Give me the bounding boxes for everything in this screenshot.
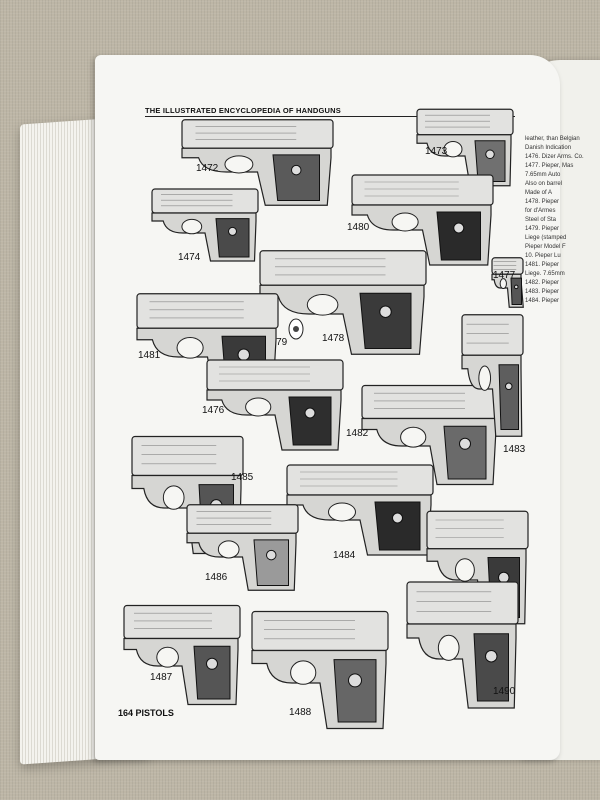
pistol-figure-1484 [286, 464, 434, 556]
figure-number-1477: 1477 [493, 270, 516, 281]
side-line: 1476. Dizer Arms. Co. [525, 154, 584, 160]
pistol-figure-1473 [416, 108, 514, 187]
side-line: leather, than Belgian [525, 136, 580, 142]
side-line: for d'Armes [525, 208, 556, 214]
pistol-figure-1479 [288, 318, 304, 340]
figure-number-1485: 1485 [231, 472, 254, 483]
side-line: 7.65mm Auto [525, 172, 561, 178]
side-line: 10. Pieper Lu [525, 253, 561, 259]
pistol-figure-1472 [181, 119, 334, 206]
figure-number-1482: 1482 [346, 428, 369, 439]
figure-number-1487: 1487 [150, 672, 173, 683]
side-line: 1482. Pieper [525, 280, 560, 286]
pistol-figure-1476 [206, 359, 344, 451]
side-line: Steel of Sta [525, 217, 557, 223]
side-line: Also on barrel [525, 181, 563, 187]
header-rule [145, 116, 515, 117]
figure-number-1484: 1484 [333, 550, 356, 561]
pistol-figure-1474 [151, 188, 259, 262]
side-line: Liege (stamped [525, 235, 567, 241]
page-footer: 164 PISTOLS [118, 708, 174, 718]
pistol-figure-1488 [251, 610, 389, 730]
figure-number-1483: 1483 [503, 444, 526, 455]
figure-number-1476: 1476 [202, 405, 225, 416]
pistol-figure-1482 [361, 384, 499, 486]
figure-number-1473: 1473 [425, 146, 448, 157]
figure-number-1480: 1480 [347, 222, 370, 233]
side-line: Danish Indication [525, 145, 572, 151]
figure-number-1488: 1488 [289, 707, 312, 718]
figure-number-1472: 1472 [196, 163, 219, 174]
side-line: 1483. Pieper [525, 289, 560, 295]
pistol-figure-1490 [406, 581, 519, 709]
side-line: 1477. Pieper, Mas [525, 163, 574, 169]
figure-number-1481: 1481 [138, 350, 161, 361]
pistol-figure-1486 [186, 504, 299, 591]
pistol-figure-1483 [461, 314, 524, 437]
side-line: 1478. Pieper [525, 199, 560, 205]
pistol-figure-1477 [491, 257, 524, 308]
figure-number-1478: 1478 [322, 333, 345, 344]
side-line: 1479. Pieper [525, 226, 560, 232]
side-line: 1481. Pieper [525, 262, 560, 268]
side-line: 1484. Pieper [525, 298, 560, 304]
side-line: Made of A [525, 190, 553, 196]
pistol-figure-1478 [259, 250, 427, 355]
figure-number-1474: 1474 [178, 252, 201, 263]
pistol-figure-1487 [123, 604, 241, 706]
facing-page-text: leather, than Belgian Danish Indication … [525, 135, 595, 306]
pistol-figure-1480 [351, 174, 494, 266]
figure-number-1486: 1486 [205, 572, 228, 583]
figure-number-1490: 1490 [493, 686, 516, 697]
side-line: Pieper Model F [525, 244, 566, 250]
side-line: Liege. 7.65mm [525, 271, 565, 277]
page-header: THE ILLUSTRATED ENCYCLOPEDIA OF HANDGUNS [145, 106, 341, 115]
